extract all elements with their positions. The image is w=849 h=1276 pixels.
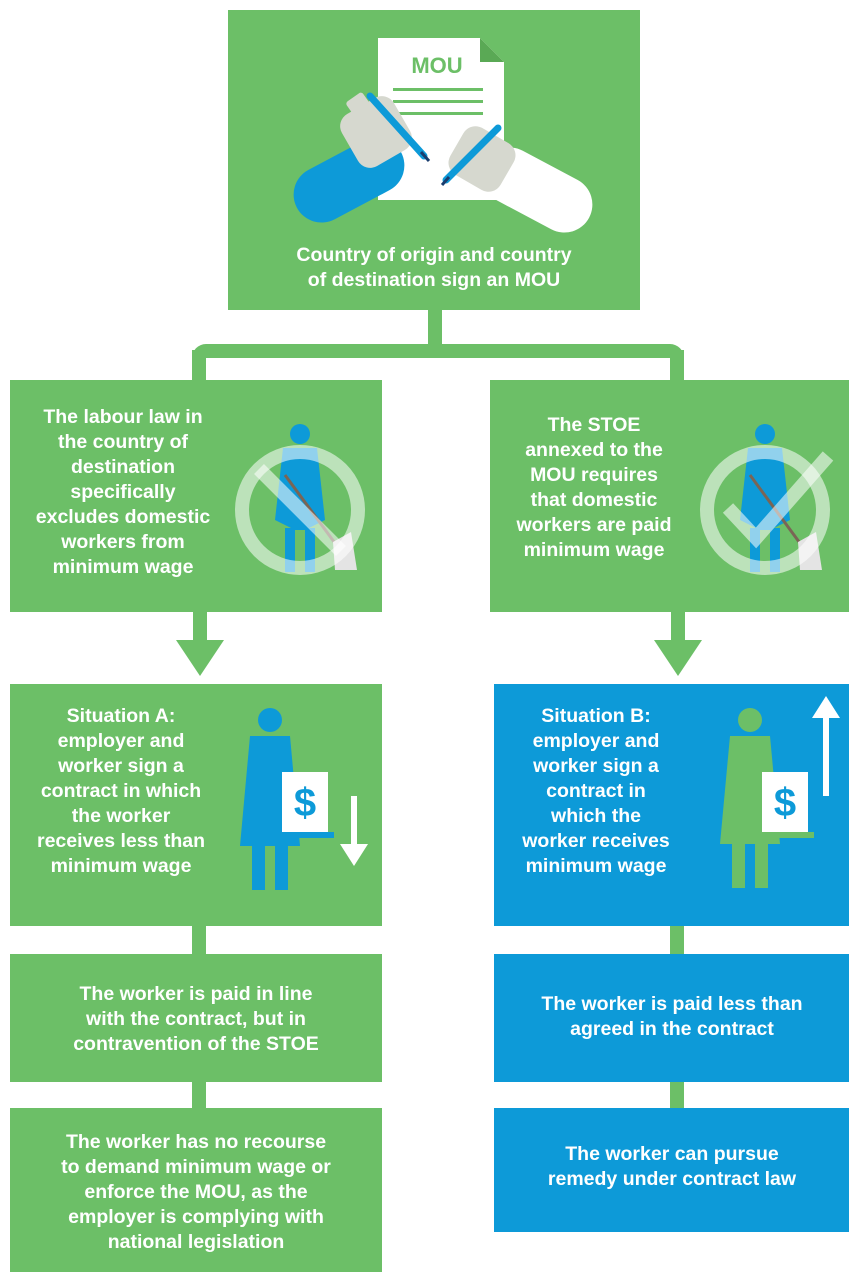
arrow-down-left [176, 612, 224, 676]
situation-b-line: contract in [546, 780, 646, 802]
connector-left-down [192, 350, 206, 380]
left-rule-line: excludes domestic [35, 506, 211, 528]
connector-top-vertical [428, 308, 442, 350]
left-rule-line: the country of [58, 431, 188, 453]
situation-b-line: employer and [532, 730, 660, 752]
connector-horizontal [192, 344, 684, 358]
situation-b-line: worker sign a [533, 755, 659, 777]
hand-with-pen-icon [293, 92, 431, 223]
situation-b-box: Situation B: employer and worker sign a … [494, 684, 849, 926]
right-rule-line: minimum wage [523, 539, 665, 561]
situation-a-line: worker sign a [58, 755, 184, 777]
situation-a-line: the worker [71, 805, 171, 827]
situation-b-line: which the [551, 805, 641, 827]
left-rule-line: specifically [70, 481, 176, 503]
right-outcome-1-line: agreed in the contract [570, 1018, 774, 1040]
left-rule-line: minimum wage [52, 556, 194, 578]
connector-right-down [670, 350, 684, 380]
left-rule-box: The labour law in the country of destina… [10, 380, 382, 612]
right-rule-text: The STOE annexed to the MOU requires tha… [498, 413, 690, 563]
connector-left-outcome1-outcome2 [192, 1082, 206, 1108]
mou-signing-illustration: MOU [293, 38, 593, 233]
left-outcome-1-box: The worker is paid in line with the cont… [10, 954, 382, 1082]
left-outcome-2-line: enforce the MOU, as the [84, 1181, 308, 1203]
right-outcome-2-line: The worker can pursue [565, 1143, 779, 1165]
left-outcome-1-line: The worker is paid in line [79, 983, 313, 1005]
left-rule-line: workers from [61, 531, 185, 553]
left-outcome-2-box: The worker has no recourse to demand min… [10, 1108, 382, 1272]
left-outcome-2-line: The worker has no recourse [65, 1131, 327, 1153]
connector-right-outcome1-outcome2 [670, 1082, 684, 1108]
wage-down-icon: $ [240, 708, 368, 890]
situation-b-text: Situation B: employer and worker sign a … [498, 704, 694, 879]
situation-a-box: Situation A: employer and worker sign a … [10, 684, 382, 926]
connector-right-situation-outcome [670, 924, 684, 954]
situation-a-line: Situation A: [66, 705, 176, 727]
left-rule-line: destination [70, 456, 175, 478]
situation-a-text: Situation A: employer and worker sign a … [18, 704, 224, 879]
situation-a-line: employer and [57, 730, 185, 752]
right-rule-line: workers are paid [516, 514, 672, 536]
left-outcome-1-line: contravention of the STOE [73, 1033, 319, 1055]
top-box: MOU Country of origin and country of des… [228, 10, 640, 310]
left-outcome-2-line: employer is complying with [68, 1206, 324, 1228]
document-label: MOU [411, 53, 462, 78]
right-rule-box: The STOE annexed to the MOU requires tha… [490, 380, 849, 612]
wage-up-icon: $ [720, 696, 840, 888]
left-rule-line: The labour law in [43, 406, 203, 428]
left-outcome-2-line: to demand minimum wage or [61, 1156, 331, 1178]
right-outcome-1-box: The worker is paid less than agreed in t… [494, 954, 849, 1082]
right-outcome-2-box: The worker can pursue remedy under contr… [494, 1108, 849, 1232]
right-rule-line: The STOE [547, 414, 641, 436]
right-rule-line: annexed to the [525, 439, 663, 461]
dollar-icon: $ [774, 781, 796, 825]
situation-a-line: minimum wage [50, 855, 192, 877]
right-rule-line: MOU requires [530, 464, 658, 486]
dollar-icon: $ [294, 781, 316, 825]
approved-domestic-worker-icon [700, 424, 834, 575]
situation-b-line: minimum wage [525, 855, 667, 877]
right-outcome-2-line: remedy under contract law [547, 1168, 797, 1190]
right-rule-line: that domestic [530, 489, 658, 511]
top-caption-line2: of destination sign an MOU [307, 269, 561, 291]
hand-with-pen-icon-right [440, 124, 593, 233]
arrow-down-right [654, 612, 702, 676]
situation-b-line: worker receives [522, 830, 670, 852]
left-rule-text: The labour law in the country of destina… [18, 405, 228, 580]
left-outcome-2-line: national legislation [107, 1231, 285, 1253]
left-outcome-1-line: with the contract, but in [86, 1008, 306, 1030]
prohibited-domestic-worker-icon [235, 424, 365, 575]
situation-a-line: contract in which [40, 780, 202, 802]
right-outcome-1-line: The worker is paid less than [541, 993, 803, 1015]
top-caption-line1: Country of origin and country [296, 244, 572, 266]
connector-left-situation-outcome [192, 924, 206, 954]
situation-b-line: Situation B: [541, 705, 651, 727]
situation-a-line: receives less than [36, 830, 206, 852]
